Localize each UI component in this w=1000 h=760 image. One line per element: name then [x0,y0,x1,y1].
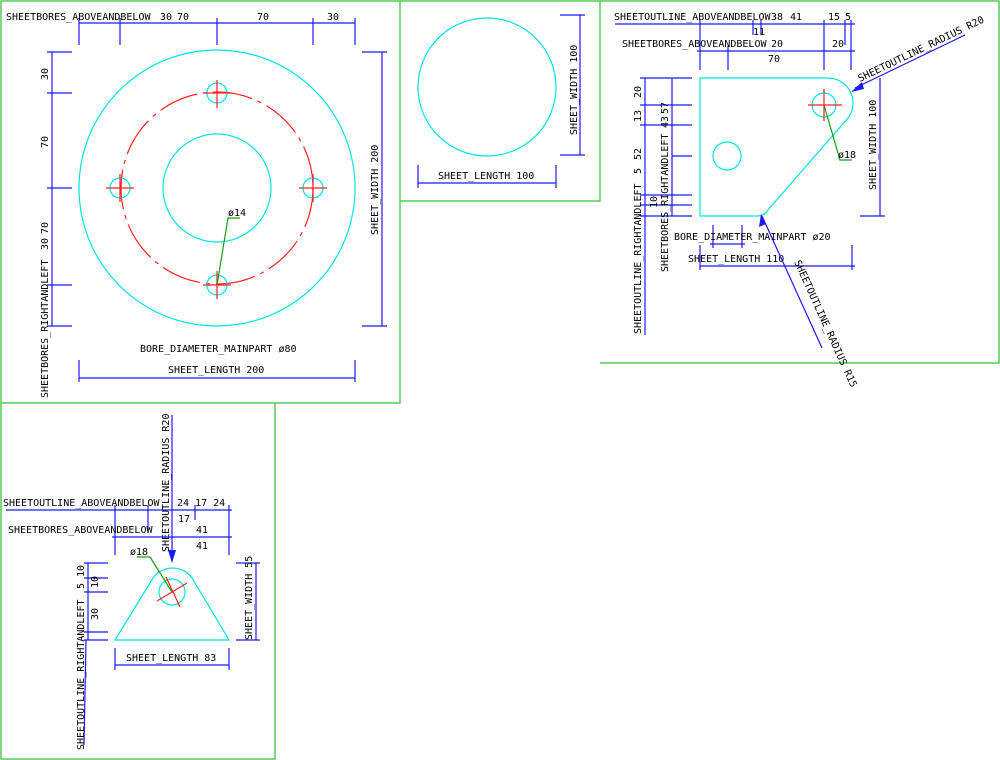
right-dimension-line [362,51,387,327]
radius-leader [854,34,966,89]
dim-value: ø18 [838,150,856,161]
plate-outline [699,77,854,217]
dim-label: SHEET_LENGTH 200 [168,365,264,376]
bore-circle [158,578,186,606]
left-dimension-line [47,51,72,327]
dim-value: 20 [633,86,644,98]
dim-label: SHEET_LENGTH 110 [688,254,784,265]
bottom-dimension-line [699,245,855,270]
dim-label: BORE_DIAMETER_MAINPART ø20 [674,232,831,243]
outer-circle [78,49,356,327]
bore-dimension-line [710,225,745,248]
dim-value: 30 [160,12,172,23]
dim-value: 41 [196,541,208,552]
plate-outline [113,567,231,641]
bottom-dimension-line [417,165,557,188]
dim-label: SHEET_WIDTH 100 [569,45,580,135]
bottom-dimension-line [114,648,230,670]
arrow-icon [168,550,176,563]
view-bracket-plate[interactable]: ø18 SHEETOUTLINE_ABOVEANDBELOW 38 41 15 … [614,12,986,389]
dim-value: 30 [327,12,339,23]
leader-line [216,217,240,286]
center-mark [808,89,842,121]
dim-label: SHEETOUTLINE_RADIUS R15 [791,259,858,390]
dim-label: SHEET_WIDTH 55 [244,556,255,640]
dim-label: SHEETBORES_RIGHTANDLEFT [660,134,671,272]
dim-value: ø18 [130,547,148,558]
dim-label: SHEETOUTLINE_RADIUS R20 [857,15,987,85]
disk-circle [417,17,557,157]
dim-value: 70 [257,12,269,23]
main-bore-circle [712,141,742,171]
top-dimension-line [6,505,232,555]
left-dimension-lines [83,562,108,746]
dim-value: 5 [633,168,644,174]
right-dimension-line [860,78,885,217]
dim-label: SHEET_WIDTH 100 [868,100,879,190]
dim-label: SHEETBORES_ABOVEANDBELOW [6,12,151,23]
dim-value: 5 [845,12,851,23]
dim-value: 70 [40,222,51,234]
radius-leader [761,215,823,349]
dim-value: 30 [40,238,51,250]
dim-value: 20 [771,39,783,50]
bores-dimension-line [697,46,855,70]
dim-value: 70 [177,12,189,23]
view-triangle-plate[interactable]: ø18 SHEETOUTLINE_RADIUS R20 SHEETOUTLINE… [3,414,260,750]
dim-label: SHEETBORES_RIGHTANDLEFT [40,260,51,398]
dim-value: 41 [196,525,208,536]
dim-label: SHEET_LENGTH 83 [126,653,216,664]
dim-value: 5 [76,583,87,589]
dim-label: SHEETBORES_ABOVEANDBELOW [622,39,767,50]
dim-value: 10 [90,576,101,588]
dim-label: SHEETOUTLINE_RADIUS R20 [161,414,172,552]
dim-label: SHEETOUTLINE_ABOVEANDBELOW [614,12,772,23]
dim-value: 38 [771,12,783,23]
right-dimension-line [236,562,260,641]
leader-line [823,104,852,161]
dim-value: 43 [660,116,671,128]
arrow-icon [759,214,766,227]
dim-value: 70 [768,54,780,65]
dim-value: 24 17 24 [177,498,225,509]
dim-value: 30 [90,608,101,620]
dim-label: SHEETOUTLINE_RIGHTANDLEFT [633,183,644,334]
dim-value: 20 [832,39,844,50]
dim-value: 15 [828,12,840,23]
dim-value: 70 [40,136,51,148]
dim-value: 41 [790,12,802,23]
view-round-flange[interactable]: SHEETBORES_ABOVEANDBELOW 30 70 70 30 30 … [6,12,387,398]
dim-value: 13 [633,110,644,122]
top-dimension-line [615,20,855,70]
dim-label: SHEET_WIDTH 200 [370,145,381,235]
inner-bore-circle [162,133,272,243]
dim-label: SHEETOUTLINE_RIGHTANDLEFT [76,599,87,750]
dim-value: 17 [178,514,190,525]
dim-value: 10 [76,565,87,577]
bolt-circle [120,91,314,285]
right-dimension-line [560,14,585,156]
top-dimension-line [78,18,356,45]
arrow-icon [851,82,864,92]
left-dimension-lines [640,77,692,335]
dim-label: SHEET_LENGTH 100 [438,171,534,182]
dim-value: 52 [633,148,644,160]
leader-line [137,556,173,593]
dim-value: 57 [660,102,671,114]
dim-label: SHEETBORES_ABOVEANDBELOW [8,525,153,536]
dim-value: ø14 [228,208,246,219]
view-round-disk[interactable]: SHEET_WIDTH 100 SHEET_LENGTH 100 [417,14,585,188]
dim-value: 11 [753,27,765,38]
bolt-holes [106,80,327,299]
bottom-dimension-line [78,360,356,382]
dim-value: 10 [649,196,660,208]
dim-value: 30 [40,68,51,80]
dim-label: SHEETOUTLINE_ABOVEANDBELOW [3,498,161,509]
dim-label: BORE_DIAMETER_MAINPART ø80 [140,344,297,355]
